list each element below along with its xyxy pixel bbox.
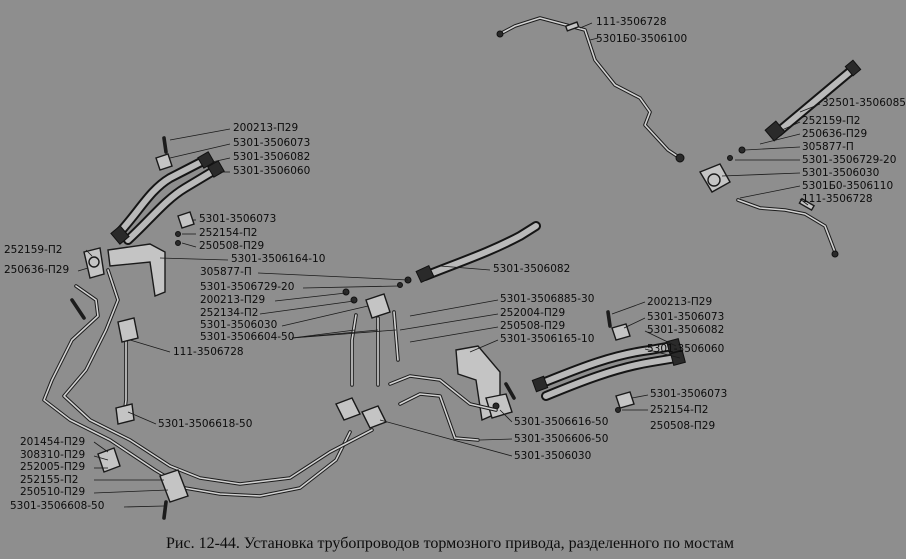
part-label: 5301-3506082: [233, 151, 311, 163]
rear-axle-pipe: [496, 16, 685, 163]
part-label: 252159-П2: [802, 115, 861, 127]
part-label: 5301-3506164-10: [231, 253, 326, 265]
part-label: 252155-П2: [20, 474, 79, 486]
part-label: 5301-3506729-20: [802, 154, 897, 166]
front-right-hoses: [531, 310, 686, 413]
part-label: 305877-П: [200, 266, 252, 278]
part-label: 200213-П29: [200, 294, 266, 306]
part-label: 252154-П2: [199, 227, 258, 239]
part-label: 32501-3506085: [822, 97, 906, 109]
rear-clips: [564, 21, 816, 212]
part-label: 5301-3506030: [514, 450, 592, 462]
part-label: 5301-3506885-30: [500, 293, 595, 305]
rear-tee-fitting: [698, 146, 746, 193]
part-label: 5301-3506030: [200, 319, 278, 331]
part-label: 5301-3506606-50: [514, 433, 609, 445]
part-label: 5301Б0-3506110: [802, 180, 894, 192]
part-label: 200213-П29: [647, 296, 713, 308]
rear-hose: [764, 59, 862, 142]
part-label: 5301-3506030: [802, 167, 880, 179]
part-label: 5301-3506729-20: [200, 281, 295, 293]
part-label: 308310-П29: [20, 449, 86, 461]
part-label: 252005-П29: [20, 461, 86, 473]
part-label: 201454-П29: [20, 436, 86, 448]
part-label: 305877-П: [802, 141, 854, 153]
centre-tee: [342, 288, 391, 319]
part-label: 5301-3506604-50: [200, 331, 295, 343]
front-left-hoses: [110, 136, 225, 246]
part-label: 111-3506728: [802, 193, 873, 205]
part-label: 5301-3506618-50: [158, 418, 253, 430]
part-label: 252159-П2: [4, 244, 63, 256]
bottom-clamp: [97, 447, 189, 520]
part-label: 250510-П29: [20, 486, 86, 498]
part-label: 5301-3506060: [647, 343, 725, 355]
part-label: 5301-3506073: [233, 137, 311, 149]
part-label: 5301-3506060: [233, 165, 311, 177]
figure-caption: Рис. 12-44. Установка трубопроводов торм…: [166, 535, 734, 552]
vertical-pipes: [350, 310, 400, 387]
lower-pipe-runs: [335, 374, 498, 442]
part-label: 250508-П29: [500, 320, 566, 332]
leader-lines: [77, 22, 821, 508]
part-label: 5301-3506608-50: [10, 500, 105, 512]
part-label: 252154-П2: [650, 404, 709, 416]
part-label: 111-3506728: [596, 16, 667, 28]
part-label: 5301-3506082: [647, 324, 725, 336]
left-bracket: [83, 243, 166, 297]
part-label: 5301Б0-3506100: [596, 33, 688, 45]
part-label: 5301-3506073: [650, 388, 728, 400]
part-label: 250636-П29: [4, 264, 70, 276]
part-label: 5301-3506616-50: [514, 416, 609, 428]
right-bracket: [455, 345, 516, 422]
part-label: 252134-П2: [200, 307, 259, 319]
part-label: 111-3506728: [173, 346, 244, 358]
frame-pipes: [42, 268, 374, 498]
part-label: 5301-3506073: [199, 213, 277, 225]
part-label: 250508-П29: [199, 240, 265, 252]
rear-right-pipe: [736, 198, 839, 258]
part-label: 250636-П29: [802, 128, 868, 140]
part-label: 5301-3506073: [647, 311, 725, 323]
part-label: 5301-3506165-10: [500, 333, 595, 345]
part-label: 5301-3506082: [493, 263, 571, 275]
part-label: 250508-П29: [650, 420, 716, 432]
part-label: 200213-П29: [233, 122, 299, 134]
middle-hose: [397, 221, 541, 288]
part-label: 252004-П29: [500, 307, 566, 319]
